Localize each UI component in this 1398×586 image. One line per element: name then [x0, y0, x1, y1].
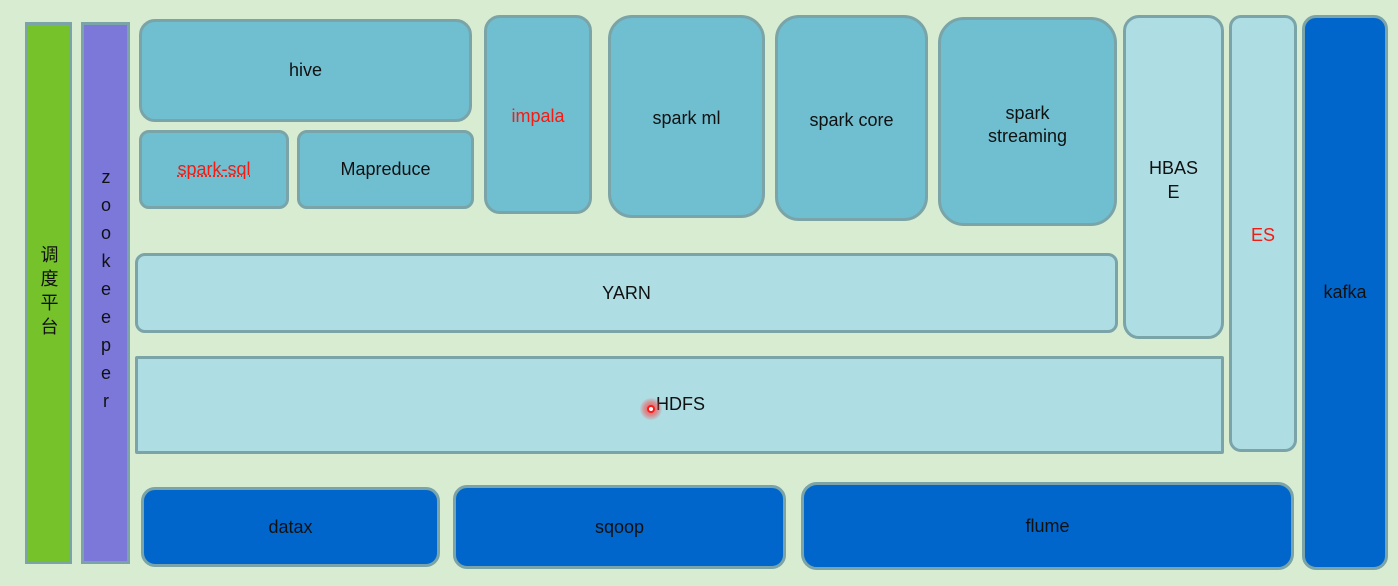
mapreduce-block: Mapreduce	[297, 130, 474, 209]
spark-streaming-label-line2: streaming	[987, 126, 1068, 146]
datax-block: datax	[141, 487, 440, 567]
scheduler-label: 调度平台	[38, 245, 59, 341]
zookeeper-block: zookeeper	[81, 22, 130, 564]
hive-block: hive	[139, 19, 472, 122]
spark-core-label: spark core	[809, 110, 894, 130]
spark-streaming-block: spark streaming	[938, 17, 1117, 226]
hbase-label-line1: HBAS	[1148, 158, 1199, 178]
hbase-block: HBAS E	[1123, 15, 1224, 339]
hbase-label-line2: E	[1167, 182, 1180, 202]
es-label: ES	[1250, 225, 1275, 245]
impala-block: impala	[484, 15, 592, 214]
sqoop-label: sqoop	[594, 516, 645, 537]
spark-streaming-label-line1: spark	[1005, 103, 1050, 123]
flume-block: flume	[801, 482, 1294, 570]
hive-label: hive	[288, 60, 323, 80]
cursor-indicator	[640, 398, 662, 420]
es-block: ES	[1229, 15, 1297, 452]
spark-sql-label: spark-sql	[177, 159, 251, 179]
sqoop-block: sqoop	[453, 485, 786, 569]
scheduler-block: 调度平台	[25, 22, 72, 564]
flume-label: flume	[1025, 515, 1070, 536]
spark-ml-block: spark ml	[608, 15, 765, 218]
mapreduce-label: Mapreduce	[340, 159, 431, 179]
hdfs-block: HDFS	[135, 356, 1224, 454]
datax-label: datax	[268, 516, 313, 537]
hdfs-label: HDFS	[656, 393, 705, 414]
spark-core-block: spark core	[775, 15, 928, 221]
spark-sql-block: spark-sql	[139, 130, 289, 209]
spark-ml-label: spark ml	[652, 108, 721, 128]
zookeeper-label: zookeeper	[96, 167, 116, 419]
kafka-label: kafka	[1323, 282, 1367, 302]
yarn-label: YARN	[602, 282, 651, 303]
yarn-block: YARN	[135, 253, 1118, 333]
impala-label: impala	[511, 106, 565, 126]
kafka-block: kafka	[1302, 15, 1388, 570]
